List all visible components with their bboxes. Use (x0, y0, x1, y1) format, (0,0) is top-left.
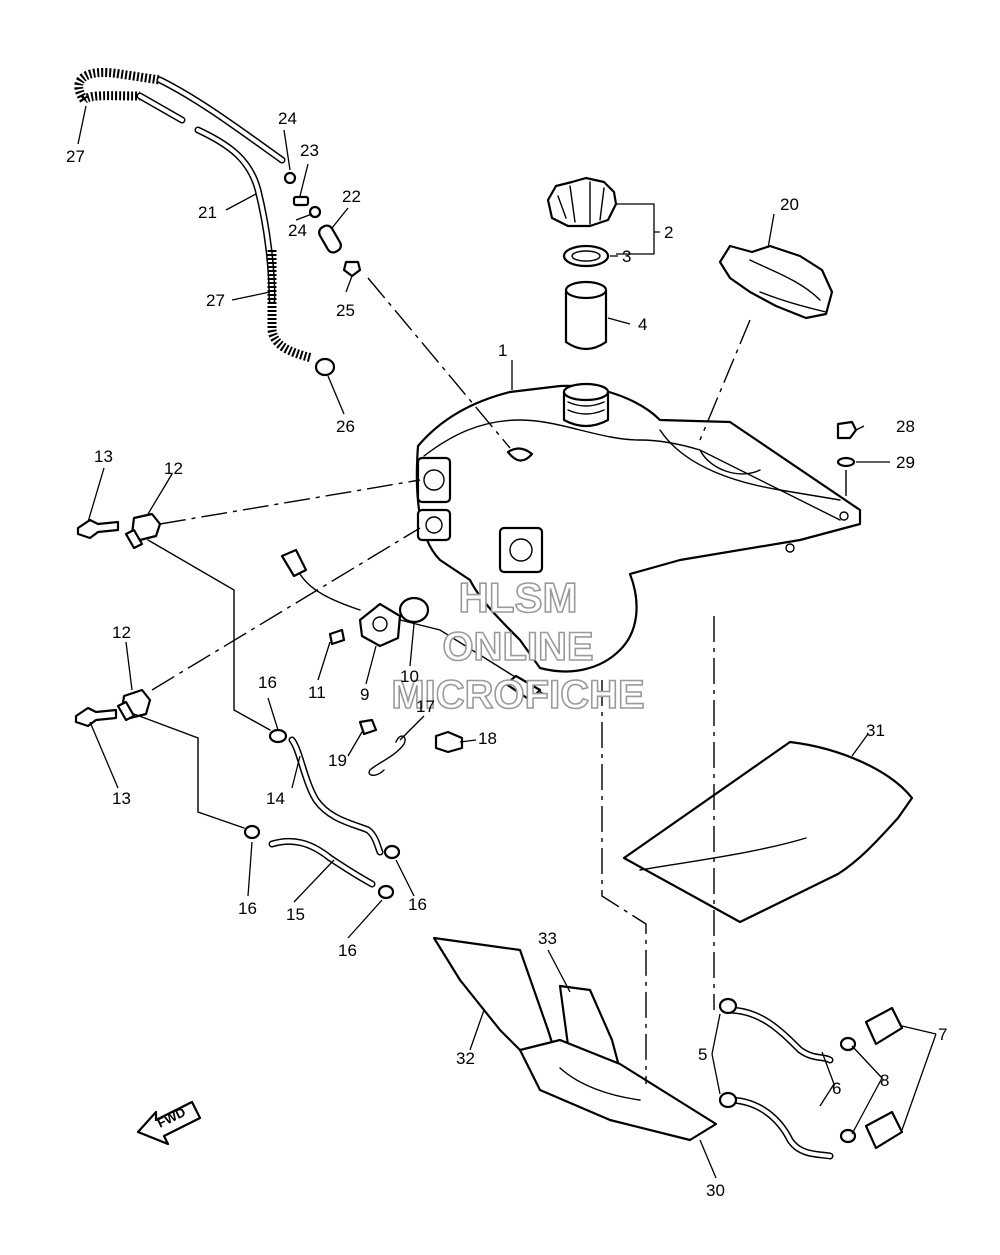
callout-labels: 1 2 3 4 5 6 7 8 9 10 11 12 12 13 13 14 1… (66, 109, 947, 1200)
callout-9: 9 (360, 685, 369, 704)
watermark-line-1: HLSM (459, 574, 578, 621)
watermark: HLSM ONLINE MICROFICHE (391, 573, 646, 718)
callout-4: 4 (638, 315, 647, 334)
callout-30: 30 (706, 1181, 725, 1200)
callout-6: 6 (832, 1079, 841, 1098)
callout-12-upper: 12 (164, 459, 183, 478)
callout-10: 10 (400, 667, 419, 686)
callout-7: 7 (938, 1025, 947, 1044)
callout-27-lower: 27 (206, 291, 225, 310)
callout-25: 25 (336, 301, 355, 320)
callout-33: 33 (538, 929, 557, 948)
callout-28: 28 (896, 417, 915, 436)
breather-hose-assembly (74, 68, 336, 377)
callout-24-lower: 24 (288, 221, 307, 240)
fwd-direction-marker: FWD (136, 1100, 202, 1146)
mount-band (718, 244, 834, 320)
callout-18: 18 (478, 729, 497, 748)
callout-15: 15 (286, 905, 305, 924)
callout-16-d: 16 (338, 941, 357, 960)
callout-32: 32 (456, 1049, 475, 1068)
callout-5: 5 (698, 1045, 707, 1064)
callout-3: 3 (622, 247, 631, 266)
clamp-and-fasteners (358, 718, 464, 776)
callout-20: 20 (780, 195, 799, 214)
bolt-and-washer (836, 420, 858, 468)
callout-16-a: 16 (258, 673, 277, 692)
heat-protector (622, 740, 914, 924)
lower-plates (432, 936, 718, 1142)
callout-2: 2 (664, 223, 673, 242)
callout-17: 17 (416, 697, 435, 716)
callout-31: 31 (866, 721, 885, 740)
fuel-sender-unit (280, 548, 545, 702)
callout-14: 14 (266, 789, 285, 808)
callout-26: 26 (336, 417, 355, 436)
fuel-tank (415, 382, 862, 673)
callout-12-lower: 12 (112, 623, 131, 642)
callout-8: 8 (880, 1071, 889, 1090)
breather-joint-parts (283, 171, 362, 278)
callout-29: 29 (896, 453, 915, 472)
leader-lines (77, 105, 937, 1179)
callout-11: 11 (308, 683, 326, 702)
callout-23: 23 (300, 141, 319, 160)
callout-22: 22 (342, 187, 361, 206)
callout-24-upper: 24 (278, 109, 297, 128)
fuel-filter-assembly (718, 997, 904, 1160)
callout-16-c: 16 (408, 895, 427, 914)
callout-1: 1 (498, 341, 507, 360)
callout-21: 21 (198, 203, 217, 222)
fuel-hoses (243, 728, 401, 900)
fuel-cap-assembly (546, 176, 618, 351)
watermark-line-2: ONLINE (442, 625, 593, 669)
callout-13-lower: 13 (112, 789, 131, 808)
callout-27-upper: 27 (66, 147, 85, 166)
watermark-line-3: MICROFICHE (391, 673, 644, 717)
fuel-cocks (74, 512, 162, 728)
callout-16-b: 16 (238, 899, 257, 918)
callout-19: 19 (328, 751, 347, 770)
callout-13-upper: 13 (94, 447, 113, 466)
assembly-lines (133, 277, 847, 1084)
